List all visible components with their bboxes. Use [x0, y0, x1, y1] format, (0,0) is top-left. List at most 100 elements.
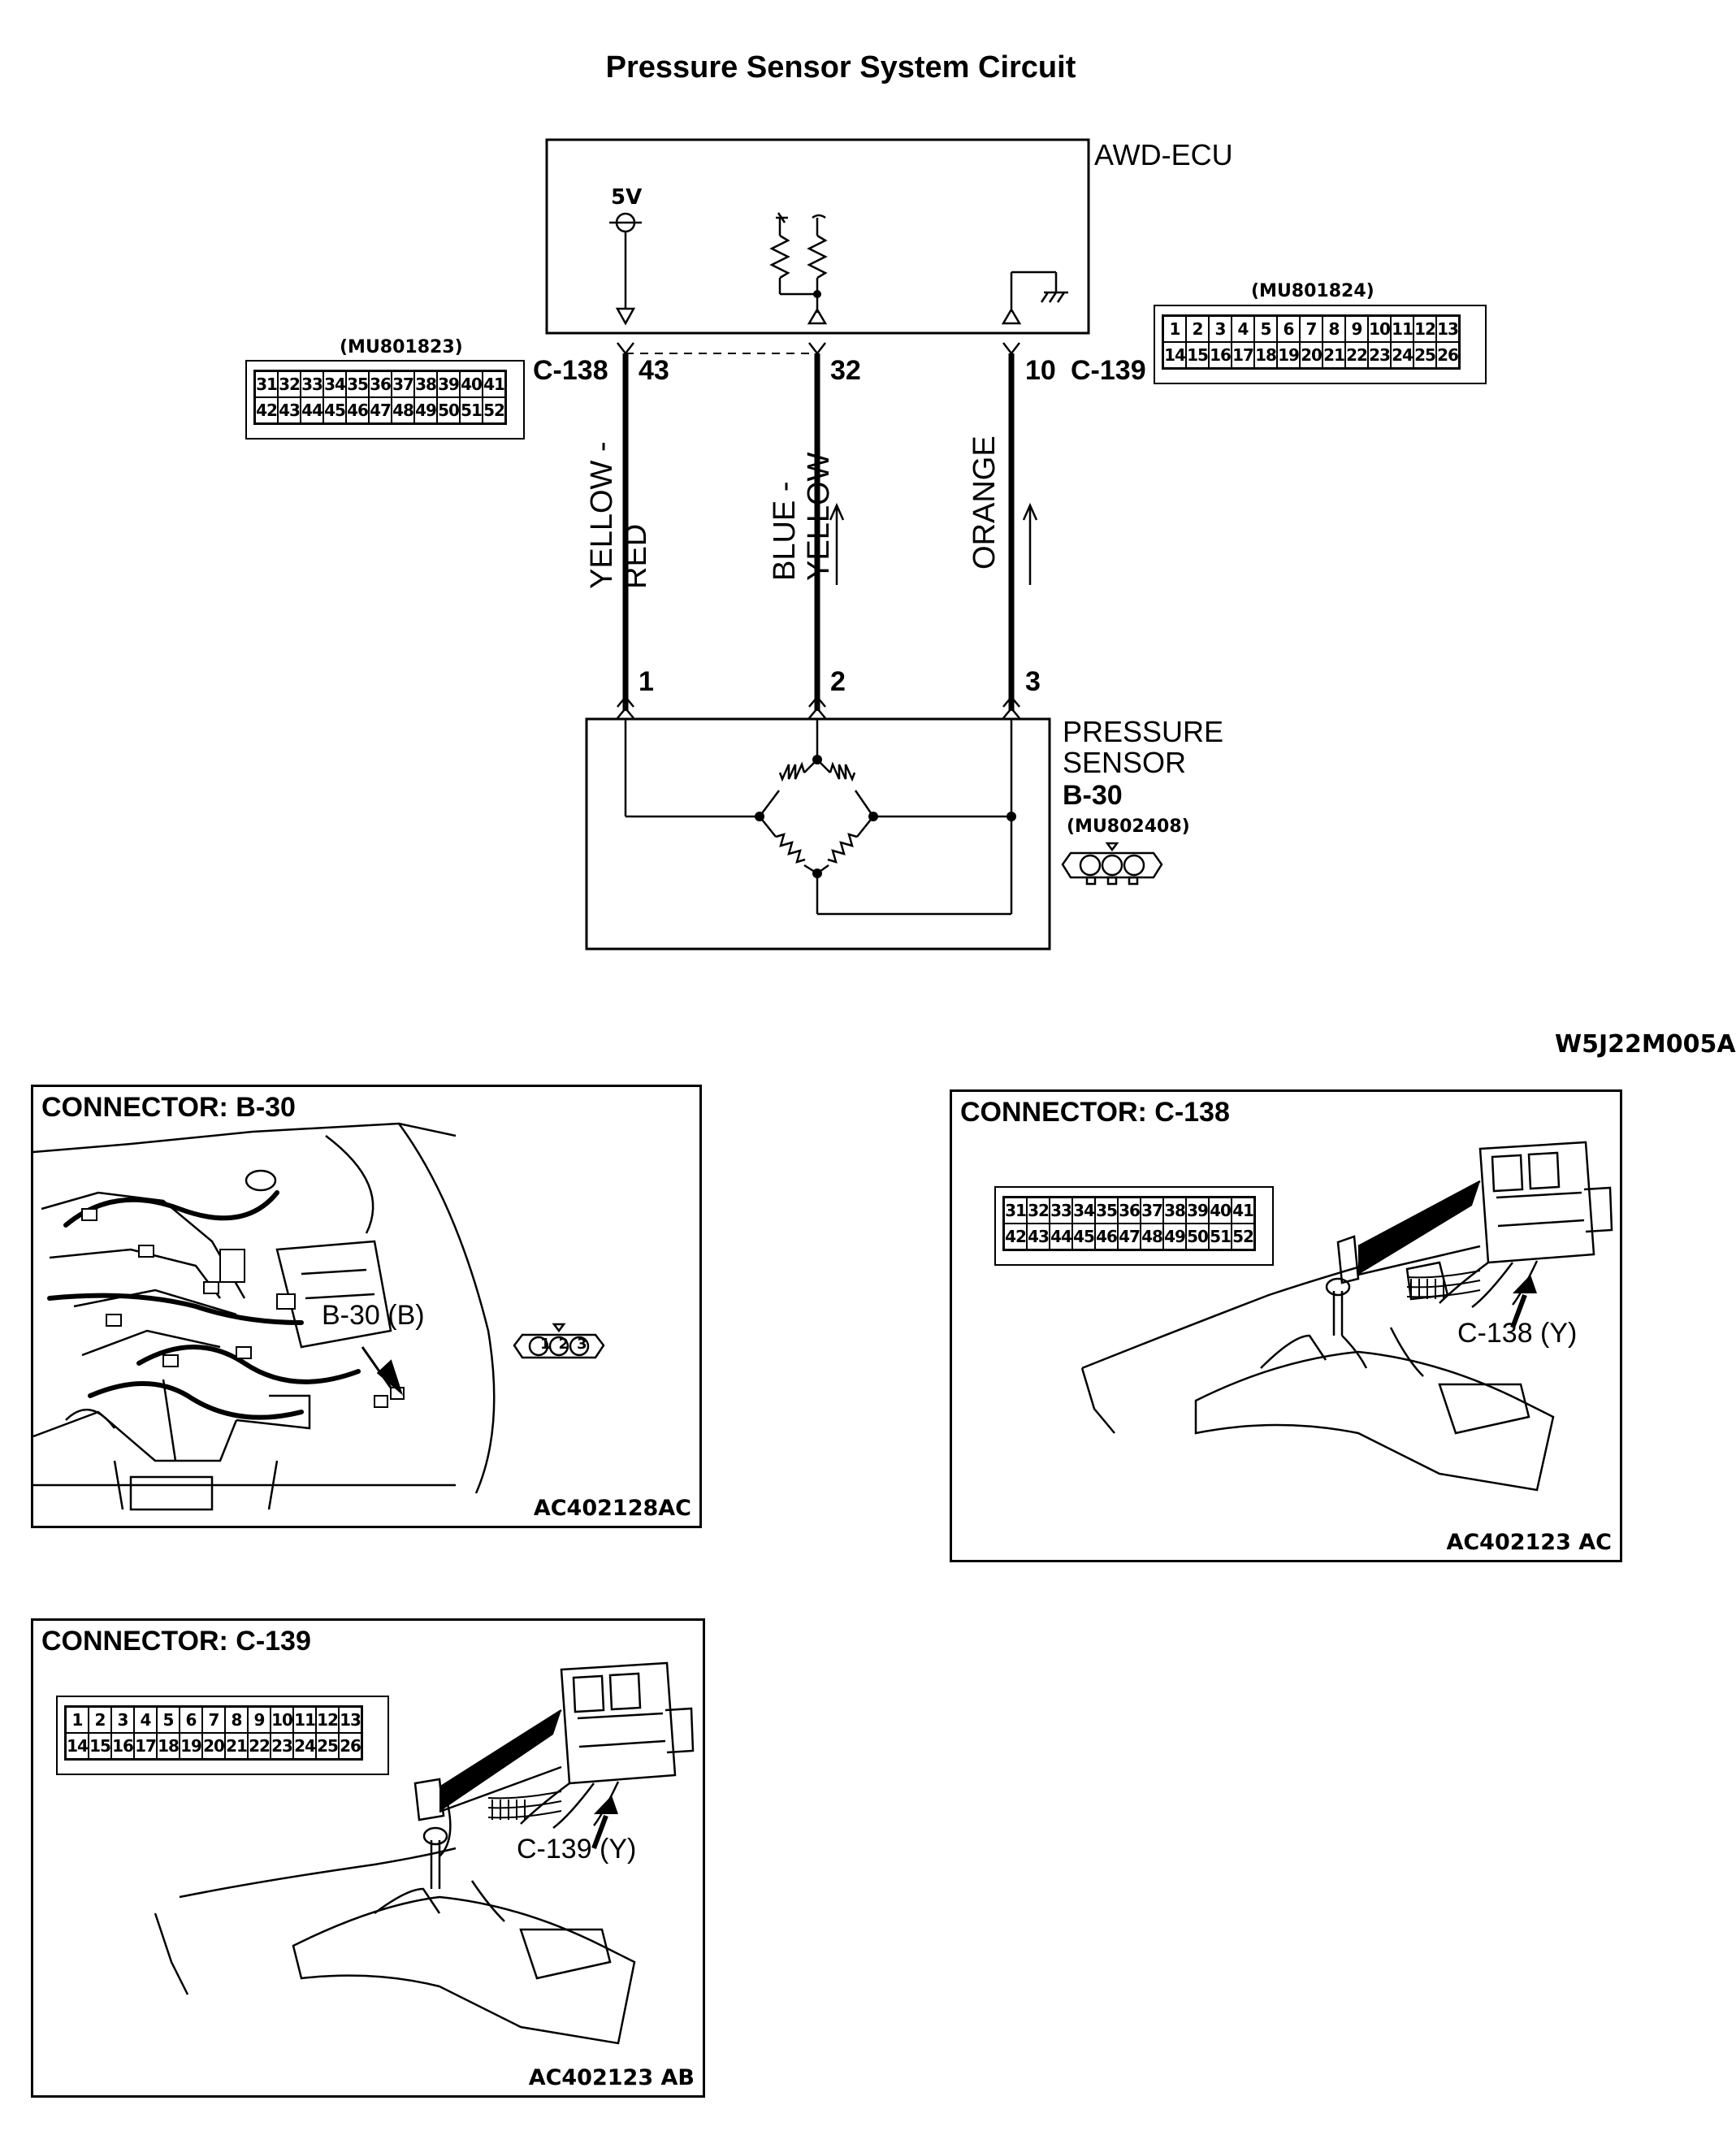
connector-pin: 13	[1436, 316, 1459, 342]
connector-pin: 34	[1072, 1198, 1095, 1224]
ecu-pin-43: 43	[639, 355, 669, 386]
connector-pin: 46	[346, 397, 369, 423]
callout-b30: B-30 (B)	[322, 1300, 425, 1331]
connector-pin: 40	[460, 371, 483, 397]
connector-pin: 40	[1209, 1198, 1232, 1224]
panel-code: AC402123 AC	[1446, 1530, 1612, 1555]
connector-pin: 14	[66, 1733, 89, 1759]
connector-pin: 37	[392, 371, 414, 397]
connector-pin: 20	[202, 1733, 225, 1759]
connector-pin: 10	[271, 1707, 293, 1733]
connector-pin: 37	[1141, 1198, 1163, 1224]
connector-pin: 31	[255, 371, 278, 397]
connector-pin: 42	[255, 397, 278, 423]
pin-label: 2	[558, 1336, 578, 1353]
panel-heading: CONNECTOR: B-30	[41, 1092, 296, 1123]
sensor-pin-2: 2	[830, 666, 846, 697]
connector-pin: 6	[1277, 316, 1300, 342]
connector-pin: 15	[89, 1733, 111, 1759]
wire-label-orange: ORANGE	[968, 431, 1007, 570]
panel-heading: CONNECTOR: C-139	[41, 1626, 311, 1657]
wire-color-line1: BLUE -	[768, 481, 802, 581]
connector-pin: 5	[157, 1707, 180, 1733]
connector-pin: 24	[1391, 342, 1413, 368]
pin-label: 3	[577, 1336, 595, 1353]
connector-pin: 35	[346, 371, 369, 397]
connector-pin: 47	[1118, 1224, 1141, 1250]
callout-c139: C-139 (Y)	[517, 1834, 637, 1865]
panel-code: AC402128AC	[533, 1496, 691, 1521]
connector-pin: 24	[293, 1733, 316, 1759]
connector-pin: 43	[1027, 1224, 1050, 1250]
connector-pin: 1	[66, 1707, 89, 1733]
sensor-pin-1: 1	[639, 666, 654, 697]
connector-pin: 41	[483, 371, 505, 397]
wire-color-line1: ORANGE	[968, 435, 1002, 570]
connector-pin: 16	[1209, 342, 1232, 368]
diagram-title: Pressure Sensor System Circuit	[605, 50, 1076, 84]
panel-heading: CONNECTOR: C-138	[960, 1097, 1230, 1128]
c138-part-number: (MU801823)	[340, 337, 463, 357]
ecu-ground-symbol	[1001, 271, 1068, 325]
connector-pin: 33	[301, 371, 323, 397]
connector-pin: 7	[1300, 316, 1323, 342]
connector-pin: 36	[1118, 1198, 1141, 1224]
connector-pin: 12	[1413, 316, 1436, 342]
ecu-box	[545, 138, 1090, 335]
connector-pin: 52	[483, 397, 505, 423]
connector-pin: 3	[111, 1707, 134, 1733]
callout-c138: C-138 (Y)	[1457, 1318, 1578, 1349]
connector-pin: 9	[1345, 316, 1368, 342]
connector-pin: 25	[316, 1733, 339, 1759]
connector-pin: 51	[460, 397, 483, 423]
connector-pin: 45	[323, 397, 346, 423]
connector-pin: 39	[1186, 1198, 1209, 1224]
connector-pin: 18	[157, 1733, 180, 1759]
connector-pin: 1	[1163, 316, 1186, 342]
connector-pin: 46	[1095, 1224, 1118, 1250]
connector-pin: 22	[248, 1733, 271, 1759]
wire-color-line2: YELLOW	[802, 452, 836, 581]
connector-pin: 21	[225, 1733, 248, 1759]
pin-label: 1	[540, 1336, 559, 1353]
connector-pin: 8	[1323, 316, 1345, 342]
connector-pin: 23	[1368, 342, 1391, 368]
connector-pin: 49	[1163, 1224, 1186, 1250]
connector-pin: 16	[111, 1733, 134, 1759]
connector-pin: 4	[1232, 316, 1254, 342]
connector-pin: 50	[437, 397, 460, 423]
engine-bay-illustration	[32, 1122, 605, 1511]
wire-label-yellow-red: YELLOW - RED	[585, 410, 658, 589]
connector-pin: 48	[392, 397, 414, 423]
connector-pin: 38	[1163, 1198, 1186, 1224]
arrow-icon	[594, 1795, 618, 1814]
connector-pin: 31	[1004, 1198, 1027, 1224]
connector-pin: 3	[1209, 316, 1232, 342]
ecu-resistor-network	[769, 212, 828, 325]
connector-pin: 44	[301, 397, 323, 423]
sensor-name-line1: PRESSURE	[1063, 715, 1224, 748]
connector-pin: 8	[225, 1707, 248, 1733]
connector-pin: 2	[1186, 316, 1209, 342]
circuit-diagram	[545, 138, 1163, 951]
connector-pin: 33	[1050, 1198, 1072, 1224]
panel-connector-b30: CONNECTOR: B-30	[31, 1085, 702, 1528]
connector-pin: 47	[369, 397, 392, 423]
connector-pin: 32	[278, 371, 301, 397]
connector-pin: 25	[1413, 342, 1436, 368]
supply-label: 5V	[611, 185, 643, 210]
ecu-pin-10: 10	[1025, 355, 1056, 386]
console-illustration	[1080, 1141, 1613, 1492]
connector-pin: 19	[180, 1733, 202, 1759]
connector-pin: 15	[1186, 342, 1209, 368]
supply-5v-symbol	[609, 212, 642, 326]
